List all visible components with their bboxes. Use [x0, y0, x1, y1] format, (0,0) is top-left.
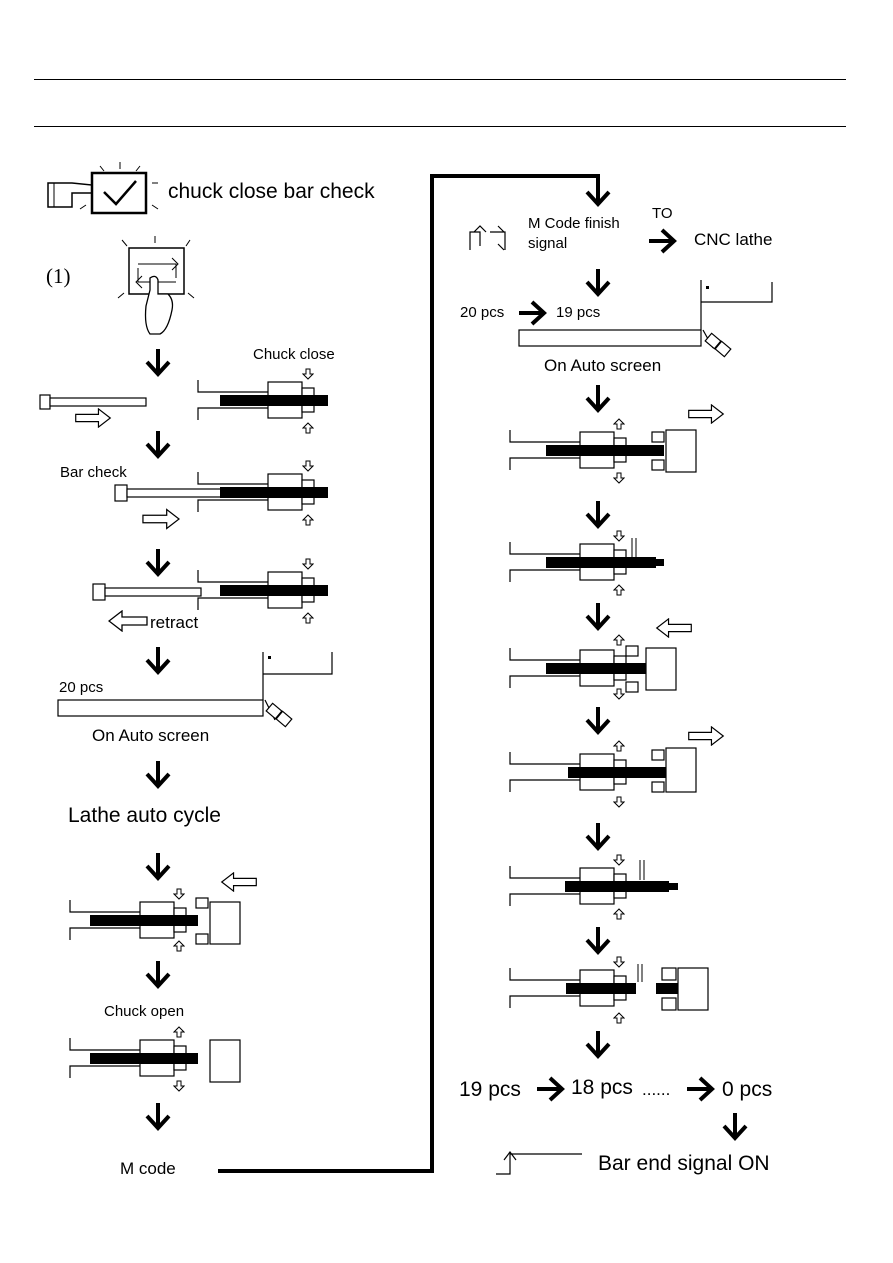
unclamp-arrow-icon: [613, 634, 625, 646]
down-arrow-icon: [585, 268, 611, 296]
feed-arrow-icon: [221, 872, 257, 892]
cycle-button-icon: [117, 236, 195, 335]
chuck-closed: [197, 379, 328, 421]
chuck-open-label: Chuck open: [104, 1003, 185, 1020]
unclamp-arrow-icon: [613, 740, 625, 752]
feed-arrow-icon: [688, 726, 724, 746]
unclamp-arrow-icon: [613, 796, 625, 808]
clamp-arrow-icon: [302, 460, 314, 472]
chuck-cutting: [509, 860, 678, 907]
clamp-arrow-icon: [302, 368, 314, 380]
retract-arrow-icon: [108, 610, 148, 632]
check-button-icon: [79, 162, 159, 215]
clamp-arrow-icon: [302, 558, 314, 570]
feed-arrow-icon: [656, 618, 692, 638]
chuck-working: [509, 429, 697, 473]
bar-end-signal-icon: [496, 1151, 582, 1175]
right-arrow-icon: [536, 1076, 564, 1102]
push-arrow-icon: [142, 508, 180, 530]
down-arrow-icon: [585, 706, 611, 734]
chuck-closed: [197, 569, 328, 611]
signal-label: signal: [528, 235, 568, 252]
count-label: 20 pcs: [59, 679, 104, 696]
clamp-arrow-icon: [173, 888, 185, 900]
chuck-working: [69, 897, 241, 945]
right-arrow-icon: [518, 300, 546, 326]
down-arrow-icon: [145, 852, 171, 880]
m-code-label: M code: [120, 1159, 176, 1178]
clamp-arrow-icon: [302, 422, 314, 434]
clamp-arrow-icon: [173, 940, 185, 952]
down-arrow-icon: [145, 430, 171, 458]
m-code-finish-label: M Code finish: [528, 215, 620, 232]
chuck-open: [69, 1037, 241, 1083]
push-arrow-icon: [75, 408, 111, 428]
down-arrow-icon: [585, 1030, 611, 1058]
down-arrow-icon: [145, 1102, 171, 1130]
auto-screen-label: On Auto screen: [544, 356, 662, 375]
down-arrow-icon: [585, 822, 611, 850]
feed-arrow-icon: [688, 404, 724, 424]
count-label: 20 pcs: [460, 304, 505, 321]
auto-screen-panel: [57, 652, 333, 728]
down-arrow-icon: [722, 1112, 748, 1140]
clamp-arrow-icon: [302, 612, 314, 624]
chuck-working: [509, 645, 677, 693]
lathe-auto-cycle-label: Lathe auto cycle: [68, 804, 221, 827]
clamp-arrow-icon: [613, 584, 625, 596]
count-label: 19 pcs: [556, 304, 601, 321]
right-arrow-icon: [686, 1076, 714, 1102]
down-arrow-icon: [585, 500, 611, 528]
right-arrow-icon: [648, 228, 676, 254]
chuck-closed: [197, 471, 328, 513]
bar-check-label: Bar check: [60, 464, 127, 481]
clamp-arrow-icon: [613, 1012, 625, 1024]
chuck-close-label: Chuck close: [253, 346, 335, 363]
down-arrow-icon: [145, 348, 171, 376]
clamp-arrow-icon: [613, 854, 625, 866]
title-label: chuck close bar check: [168, 180, 375, 203]
down-arrow-icon: [145, 960, 171, 988]
unclamp-arrow-icon: [173, 1080, 185, 1092]
header-top-rule: [34, 79, 846, 80]
count-18-label: 18 pcs: [571, 1076, 633, 1099]
finish-signal-icon: [469, 225, 506, 251]
down-arrow-icon: [585, 602, 611, 630]
unclamp-arrow-icon: [613, 688, 625, 700]
step-number: (1): [46, 264, 71, 288]
clamp-arrow-icon: [613, 908, 625, 920]
unclamp-arrow-icon: [173, 1026, 185, 1038]
down-arrow-icon: [585, 926, 611, 954]
down-arrow-icon: [145, 548, 171, 576]
ellipsis-label: ......: [642, 1080, 671, 1099]
bar-pusher: [39, 394, 147, 410]
bar-pusher: [114, 484, 222, 502]
to-label: TO: [652, 205, 673, 222]
down-arrow-icon: [145, 760, 171, 788]
retract-label: retract: [150, 613, 199, 632]
hand-press-icon: [47, 182, 93, 208]
auto-screen-panel: [518, 280, 773, 358]
down-arrow-icon: [585, 384, 611, 412]
down-arrow-icon: [145, 646, 171, 674]
clamp-arrow-icon: [613, 530, 625, 542]
cnc-lathe-label: CNC lathe: [694, 230, 773, 249]
count-0-label: 0 pcs: [722, 1078, 773, 1101]
bar-pusher: [92, 583, 202, 601]
clamp-arrow-icon: [613, 956, 625, 968]
clamp-arrow-icon: [302, 514, 314, 526]
bar-end-signal-label: Bar end signal ON: [598, 1152, 770, 1175]
down-arrow-icon: [585, 178, 611, 206]
unclamp-arrow-icon: [613, 418, 625, 430]
unclamp-arrow-icon: [613, 472, 625, 484]
chuck-cutting: [509, 538, 664, 583]
auto-screen-label: On Auto screen: [92, 726, 210, 745]
count-19-label: 19 pcs: [459, 1078, 521, 1101]
header-bottom-rule: [34, 126, 846, 127]
chuck-part-off: [509, 964, 709, 1011]
chuck-working: [509, 747, 697, 793]
